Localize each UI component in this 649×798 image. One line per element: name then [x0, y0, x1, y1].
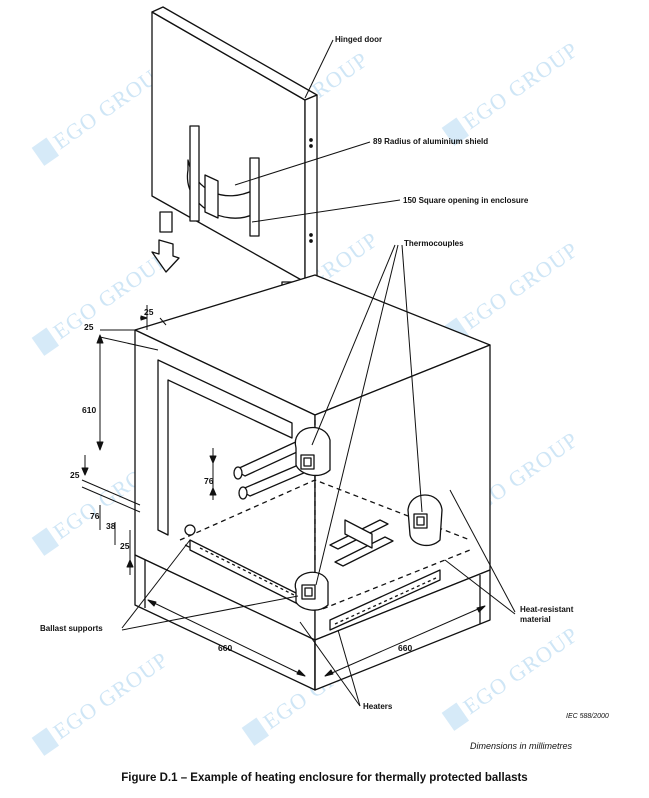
dim-76-upper: 76 — [204, 476, 214, 486]
figure-caption: Figure D.1 – Example of heating enclosur… — [121, 772, 528, 784]
label-hinged-door: Hinged door — [335, 35, 382, 44]
label-ballast-supports: Ballast supports — [40, 624, 103, 633]
dim-610: 610 — [82, 405, 96, 415]
hinged-door — [151, 6, 318, 283]
shield-slot-left — [189, 125, 200, 222]
enclosure-box — [134, 274, 491, 691]
label-heaters: Heaters — [363, 702, 393, 711]
label-heat-resistant-line1: Heat-resistant — [520, 605, 574, 614]
dim-25-top-left: 25 — [84, 322, 94, 332]
leader-lines — [121, 39, 516, 707]
label-shield: 89 Radius of aluminium shield — [373, 137, 488, 146]
dim-660-right: 660 — [398, 643, 412, 653]
iec-reference: IEC 588/2000 — [566, 713, 609, 720]
label-heat-resistant-line2: material — [520, 615, 551, 624]
label-thermocouples: Thermocouples — [404, 239, 464, 248]
dim-25-mid: 25 — [70, 470, 80, 480]
dimension-values: 25 25 610 76 25 76 38 25 660 660 — [70, 307, 412, 653]
dim-660-left: 660 — [218, 643, 232, 653]
heater-bar — [329, 569, 441, 631]
dimension-lines — [81, 305, 486, 677]
dim-38: 38 — [106, 521, 116, 531]
dim-25-top-right: 25 — [144, 307, 154, 317]
watermark-text: EGO GROUP — [49, 647, 173, 745]
thermocouple-shields — [294, 426, 443, 611]
watermark-text: EGO GROUP — [459, 37, 583, 135]
watermark-text: EGO GROUP — [459, 237, 583, 335]
labels: Hinged door 89 Radius of aluminium shiel… — [40, 35, 574, 711]
dim-25-bottom: 25 — [120, 541, 130, 551]
shield-slot-right — [249, 157, 260, 237]
watermark-text: EGO GROUP — [459, 622, 583, 720]
dim-76-lower: 76 — [90, 511, 100, 521]
label-opening: 150 Square opening in enclosure — [403, 196, 529, 205]
units-note: Dimensions in millimetres — [470, 741, 573, 751]
